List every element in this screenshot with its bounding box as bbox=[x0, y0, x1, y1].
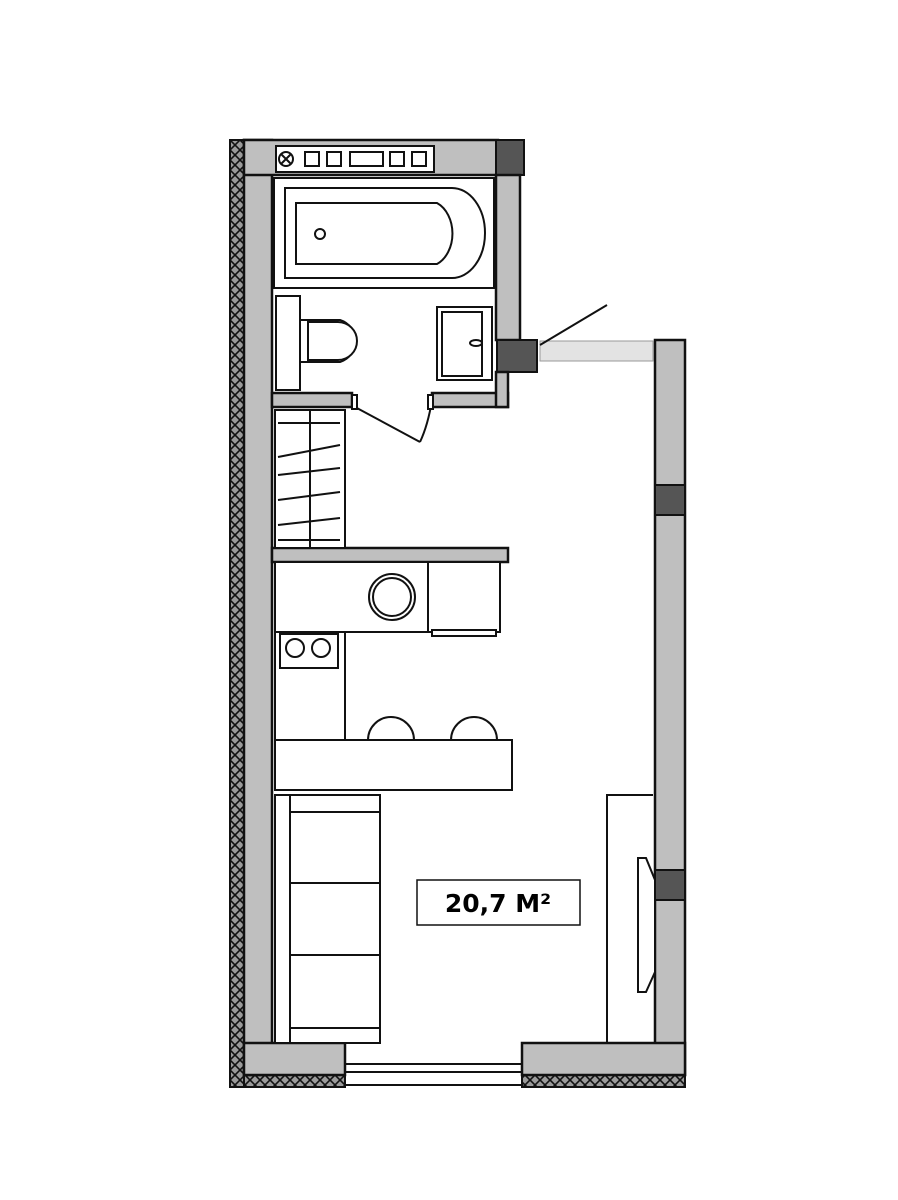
wall-bathroom-corner bbox=[494, 370, 510, 409]
area-label: 20,7 M² bbox=[445, 889, 551, 918]
kitchen bbox=[274, 561, 513, 791]
area-label-box bbox=[416, 879, 581, 926]
window bbox=[344, 1043, 523, 1086]
entrance-door bbox=[539, 304, 608, 346]
tv bbox=[637, 857, 656, 993]
wall-bottom-left bbox=[242, 1041, 347, 1077]
wall-left bbox=[242, 138, 274, 1077]
wall-bathroom-bottom-left bbox=[270, 391, 354, 409]
wardrobe bbox=[274, 409, 346, 549]
drain-icon bbox=[314, 228, 326, 240]
exterior-insulation-bottom-left bbox=[243, 1074, 346, 1088]
wall-bathroom-right bbox=[494, 173, 522, 342]
exterior-insulation-bottom-right bbox=[521, 1074, 686, 1088]
bathroom-door bbox=[354, 399, 433, 443]
tv-unit bbox=[606, 794, 656, 1043]
ventilation-unit bbox=[275, 145, 435, 173]
bathtub bbox=[273, 177, 495, 289]
stool-1 bbox=[366, 716, 416, 741]
toilet bbox=[275, 295, 358, 391]
entrance-threshold bbox=[539, 340, 654, 362]
column-top-right bbox=[495, 139, 525, 176]
bar-counter bbox=[274, 739, 513, 791]
partition-wardrobe bbox=[270, 546, 510, 564]
wall-right bbox=[653, 338, 687, 1077]
exterior-insulation-left bbox=[229, 139, 245, 1088]
column-right-2 bbox=[654, 869, 686, 901]
stool-2 bbox=[449, 716, 499, 741]
sink bbox=[436, 306, 493, 381]
column-entrance bbox=[496, 339, 538, 373]
wall-bottom-right bbox=[520, 1041, 687, 1077]
sofa bbox=[274, 794, 381, 1044]
column-right-1 bbox=[654, 484, 686, 516]
